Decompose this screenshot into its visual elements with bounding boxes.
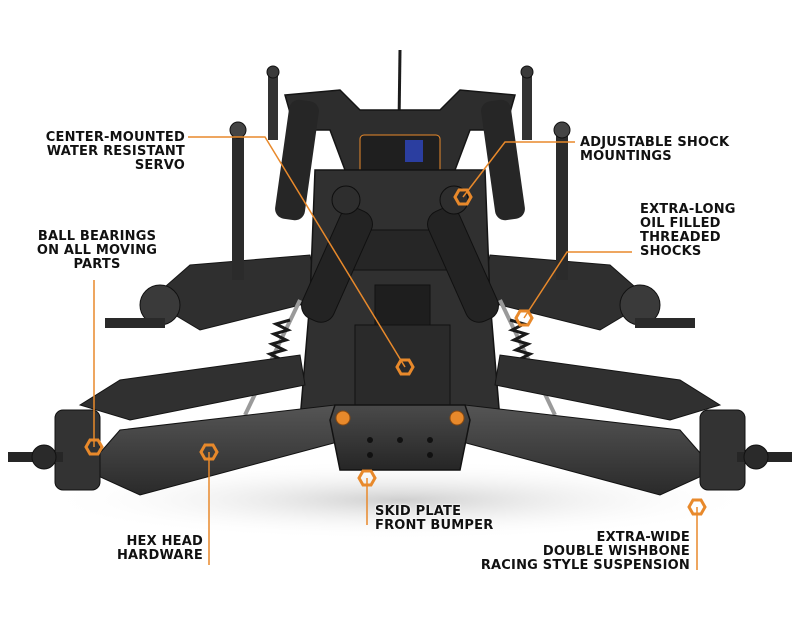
callout-line: ON ALL MOVING: [36, 243, 158, 258]
callout-line: FRONT BUMPER: [375, 518, 494, 533]
callout-line: CENTER-MOUNTED: [45, 130, 185, 145]
rear-post-cap-left: [229, 121, 247, 139]
rear-side-post-left: [232, 130, 244, 280]
callout-line: THREADED: [640, 230, 721, 245]
servo-body: [359, 134, 441, 176]
callout-skid: SKID PLATE FRONT BUMPER: [375, 505, 535, 533]
leader-shocks: [523, 251, 632, 319]
hex-marker-suspension: [687, 498, 707, 516]
front-upper-arm-left: [78, 354, 306, 421]
callout-leader-lines: [93, 136, 698, 570]
skid-bolt-2: [397, 437, 403, 443]
rear-post-cap-right: [553, 121, 571, 139]
callout-hex: HEX HEAD HARDWARE: [70, 535, 203, 563]
ground-shadow: [40, 460, 760, 540]
skid-bolt-3: [427, 437, 433, 443]
orange-bushing-left: [335, 410, 351, 426]
truck-chassis: [8, 49, 792, 496]
rear-mount-top-left: [266, 65, 280, 79]
front-upper-arm-right: [494, 354, 722, 421]
rear-mount-top-right: [520, 65, 534, 79]
callout-line: RACING STYLE SUSPENSION: [480, 558, 690, 573]
callout-shock-mount: ADJUSTABLE SHOCK MOUNTINGS: [580, 136, 780, 164]
callout-line: ADJUSTABLE SHOCK: [580, 135, 730, 150]
hex-marker-shocks: [514, 309, 534, 327]
callout-shocks: EXTRA-LONG OIL FILLED THREADED SHOCKS: [640, 203, 780, 259]
callout-line: HEX HEAD: [126, 534, 203, 549]
callout-bearings: BALL BEARINGS ON ALL MOVING PARTS: [12, 230, 182, 272]
hex-marker-bearings: [84, 438, 104, 456]
callout-line: EXTRA-LONG: [640, 202, 736, 217]
hex-marker-skid: [357, 469, 377, 487]
skid-bolt-1: [367, 437, 373, 443]
servo-accent: [405, 140, 423, 162]
orange-bushing-right: [449, 410, 465, 426]
hex-markers: [84, 188, 707, 516]
callout-line: PARTS: [73, 257, 121, 272]
callout-line: SHOCKS: [640, 244, 702, 259]
leader-shock-mount: [462, 141, 575, 198]
hex-marker-shock-mount: [453, 188, 473, 206]
front-shock-right: [427, 185, 557, 416]
callout-line: SKID PLATE: [375, 504, 462, 519]
rear-shock-left: [275, 99, 319, 221]
rear-shock-right: [481, 99, 525, 221]
rear-axle-left: [105, 318, 165, 328]
rear-body-mount-left: [268, 70, 278, 140]
callout-servo: CENTER-MOUNTED WATER RESISTANT SERVO: [22, 131, 185, 173]
callout-line: DOUBLE WISHBONE: [542, 544, 690, 559]
callout-line: WATER RESISTANT: [46, 144, 185, 159]
skid-bolt-5: [427, 452, 433, 458]
skid-bolt-4: [367, 452, 373, 458]
front-bulkhead: [354, 324, 451, 411]
hex-marker-servo: [395, 358, 415, 376]
hex-marker-hex: [199, 443, 219, 461]
callout-suspension: EXTRA-WIDE DOUBLE WISHBONE RACING STYLE …: [455, 531, 690, 573]
front-shock-left: [243, 185, 373, 416]
callout-line: EXTRA-WIDE: [596, 530, 690, 545]
callout-line: SERVO: [134, 158, 185, 173]
leader-servo: [188, 136, 406, 368]
callout-line: OIL FILLED: [640, 216, 721, 231]
rear-body-mount-right: [522, 70, 532, 140]
callout-line: HARDWARE: [116, 548, 203, 563]
front-hub-cap-left: [31, 444, 57, 470]
front-hub-right: [699, 409, 746, 491]
callout-line: BALL BEARINGS: [37, 229, 157, 244]
callout-line: MOUNTINGS: [580, 149, 672, 164]
front-hub-cap-right: [743, 444, 769, 470]
rear-side-post-right: [556, 130, 568, 280]
steering-block: [374, 284, 431, 326]
rear-axle-right: [635, 318, 695, 328]
